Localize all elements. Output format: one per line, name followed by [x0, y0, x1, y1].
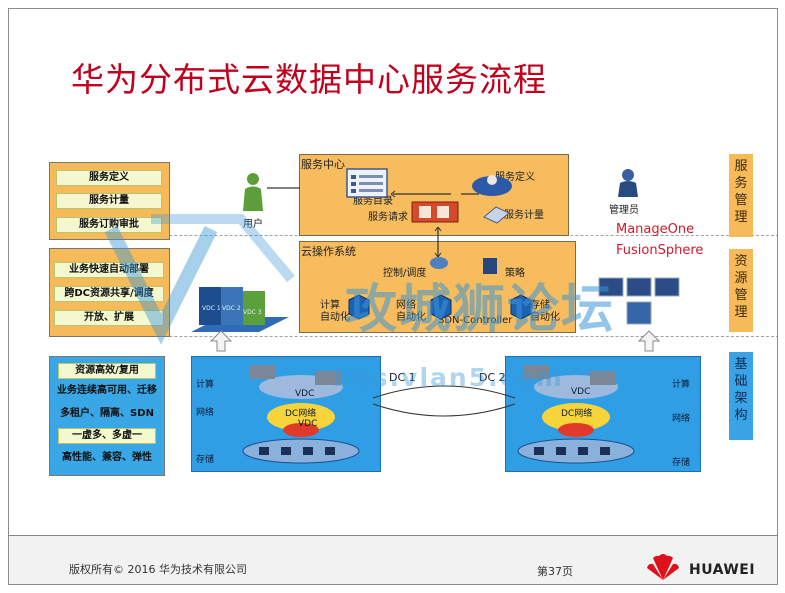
- layer-divider: [49, 336, 777, 337]
- dc1-network-label: 网络: [196, 408, 215, 418]
- vertical-arrow-icon: [434, 227, 442, 257]
- copyright: 版权所有© 2016 华为技术有限公司: [69, 563, 247, 576]
- feature-service-definition: 服务定义: [56, 170, 162, 186]
- dc2-label: DC 2: [479, 371, 506, 384]
- slide: 华为分布式云数据中心服务流程 服务定义 服务计量 服务订购审批 业务快速自动部署…: [8, 8, 778, 585]
- page-number: 第37页: [537, 565, 573, 578]
- watermark-text: 攻城狮论坛: [345, 280, 616, 340]
- feature-service-approval: 服务订购审批: [56, 217, 162, 233]
- sdn-controller-label: SDN-Controller: [438, 315, 513, 326]
- compute-automation-label: 计算 自动化: [320, 300, 350, 323]
- policy-icon: [483, 258, 497, 274]
- dc2-dc-network-label: DC网络: [561, 409, 593, 419]
- resource-feature-panel: 业务快速自动部署 跨DC资源共享/调度 开放、扩展: [49, 248, 170, 337]
- feature-multi-tenant: 多租户、隔离、SDN: [60, 408, 154, 419]
- infrastructure-tag: 基础架构: [729, 352, 753, 440]
- service-definition-label: 服务定义: [495, 172, 535, 183]
- dc2-storage-label: 存储: [672, 458, 691, 468]
- vdc2-tile-label: VDC 2: [222, 305, 241, 312]
- vdc3-tile-label: VDC 3: [243, 309, 262, 316]
- admin-icon: [618, 169, 638, 197]
- network-automation-label: 网络 自动化: [396, 300, 426, 323]
- compute-cube-icon: [348, 294, 370, 320]
- feature-efficient-reuse: 资源高效/复用: [58, 363, 156, 379]
- dc1-dc-network-label: DC网络: [285, 409, 317, 419]
- dc2-graphic: [517, 365, 635, 464]
- watermark-logo-icon: [104, 214, 295, 345]
- dc1-vdc2-label: VDC: [298, 419, 318, 429]
- resource-management-tag: 资源管理: [729, 249, 753, 332]
- feature-performance: 高性能、兼容、弹性: [62, 452, 152, 463]
- control-label: 控制/调度: [383, 268, 427, 279]
- admin-label: 管理员: [609, 205, 639, 216]
- dc2-compute-label: 计算: [672, 380, 691, 390]
- service-feature-panel: 服务定义 服务计量 服务订购审批: [49, 162, 170, 240]
- user-arrow-icon: [267, 187, 300, 189]
- dc1-storage-label: 存储: [196, 455, 215, 465]
- feature-service-metering: 服务计量: [56, 193, 162, 209]
- feature-auto-deploy: 业务快速自动部署: [54, 262, 164, 278]
- dc1-graphic: [242, 365, 360, 464]
- control-icon: [430, 257, 448, 269]
- watermark-url: bbs.vlan5.com: [333, 363, 564, 392]
- fusionsphere-servers-graphic: [598, 277, 680, 325]
- dc-link-graphic: [372, 385, 516, 417]
- policy-label: 策略: [505, 268, 525, 279]
- service-request-label: 服务请求: [368, 212, 408, 223]
- dc1-vdc-label: VDC: [295, 389, 315, 399]
- vdc1-tile-label: VDC 1: [202, 305, 221, 312]
- dc1-compute-label: 计算: [196, 380, 215, 390]
- user-label: 用户: [243, 219, 263, 230]
- metering-icon: [483, 206, 510, 224]
- footer-divider: [9, 535, 777, 536]
- dc1-label: DC 1: [389, 371, 416, 384]
- feature-virtualization: 一虚多、多虚一: [58, 428, 156, 444]
- network-cube-icon: [430, 294, 452, 320]
- fusionsphere-label: FusionSphere: [616, 243, 704, 258]
- page-title: 华为分布式云数据中心服务流程: [71, 60, 547, 99]
- service-metering-label: 服务计量: [504, 210, 544, 221]
- service-arrows-icon: [391, 190, 479, 198]
- cloud-os-title: 云操作系统: [301, 245, 356, 258]
- up-arrow-right-icon: [637, 330, 661, 352]
- feature-continuity: 业务连续高可用、迁移: [57, 385, 157, 396]
- service-catalog-label: 服务目录: [353, 196, 393, 207]
- dc2-vdc-label: VDC: [571, 387, 591, 397]
- user-icon: [243, 173, 263, 211]
- footer-bar: [9, 536, 777, 584]
- dc2-network-label: 网络: [672, 414, 691, 424]
- feature-open-extend: 开放、扩展: [54, 310, 164, 326]
- service-center-title: 服务中心: [301, 158, 345, 171]
- service-request-icon: [411, 201, 459, 223]
- catalog-icon: [346, 168, 388, 198]
- brand-name: HUAWEI: [689, 562, 756, 578]
- vdc-tiles-graphic: [191, 287, 289, 332]
- storage-automation-label: 存储 自动化: [530, 300, 560, 323]
- service-management-tag: 服务管理: [729, 154, 753, 237]
- feature-cross-dc: 跨DC资源共享/调度: [54, 286, 164, 302]
- manageone-label: ManageOne: [616, 222, 695, 237]
- service-definition-icon: [472, 175, 512, 196]
- storage-cube-icon: [510, 294, 532, 320]
- infra-feature-panel: 资源高效/复用 业务连续高可用、迁移 多租户、隔离、SDN 一虚多、多虚一 高性…: [49, 356, 165, 476]
- huawei-logo-icon: [647, 554, 679, 580]
- up-arrow-left-icon: [209, 330, 233, 352]
